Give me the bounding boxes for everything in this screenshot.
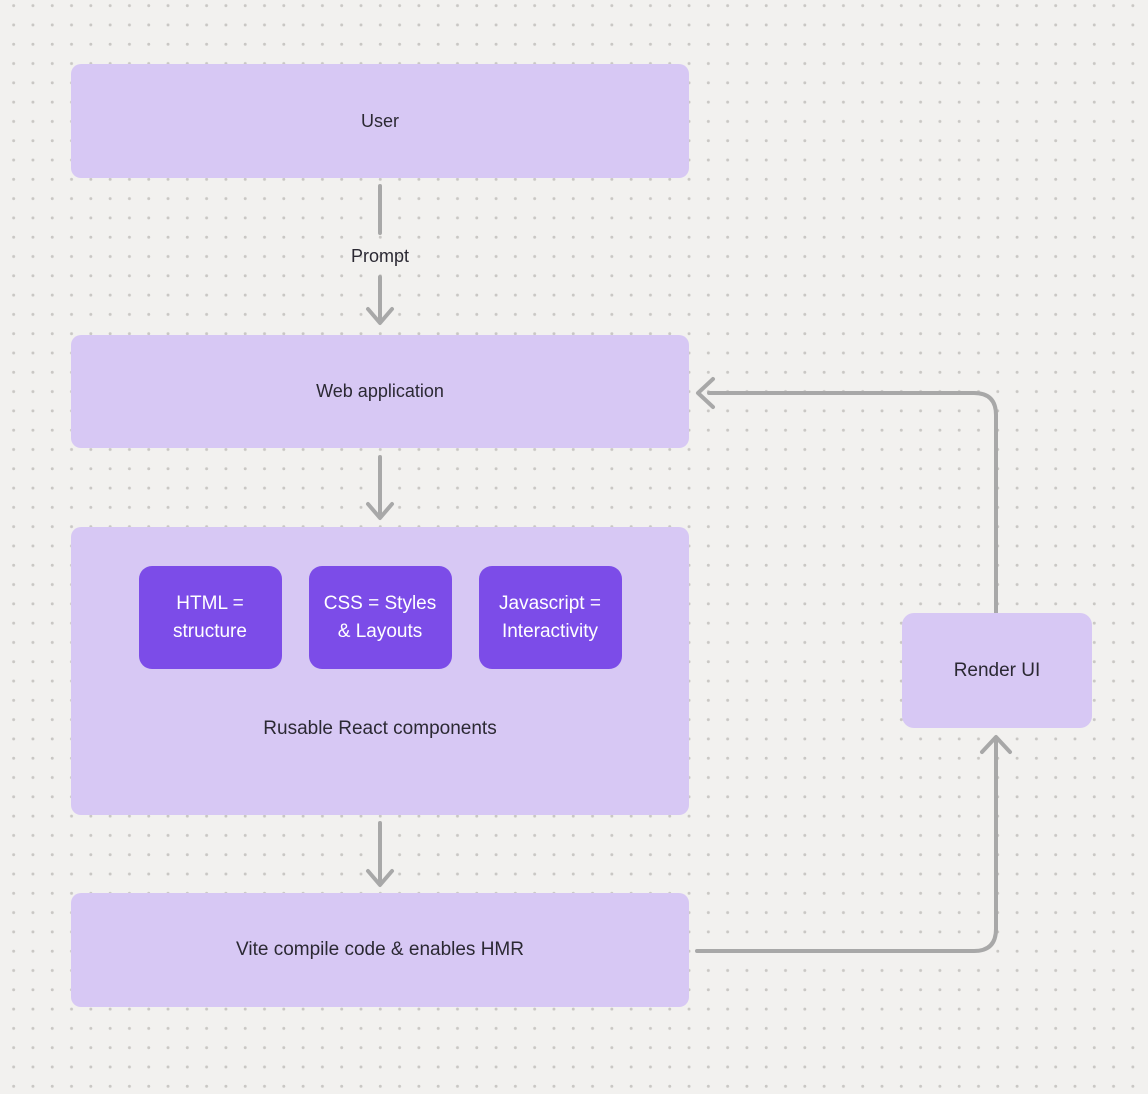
arrowhead-down-icon — [366, 869, 394, 887]
edge-webapp-to-components[interactable] — [366, 455, 394, 520]
edge-label-prompt: Prompt — [350, 246, 410, 266]
chip-javascript-label: Javascript = Interactivity — [499, 592, 601, 642]
node-components-group[interactable]: HTML = structure CSS = Styles & Layouts … — [71, 527, 689, 815]
node-render-ui[interactable]: Render UI — [902, 613, 1092, 728]
edge-renderui-to-webapp[interactable] — [696, 377, 998, 615]
node-user[interactable]: User — [71, 64, 689, 178]
components-chip-row: HTML = structure CSS = Styles & Layouts … — [71, 527, 689, 669]
chip-javascript[interactable]: Javascript = Interactivity — [478, 566, 622, 669]
node-vite[interactable]: Vite compile code & enables HMR — [71, 893, 689, 1007]
arrowhead-down-icon — [366, 307, 394, 325]
chip-css[interactable]: CSS = Styles & Layouts — [308, 566, 452, 669]
node-web-application-label: Web application — [316, 381, 444, 401]
components-caption: Rusable React components — [263, 718, 497, 739]
edge-vite-to-renderui[interactable] — [695, 735, 1012, 953]
edge-user-to-webapp[interactable] — [366, 184, 394, 325]
node-vite-label: Vite compile code & enables HMR — [236, 939, 524, 960]
arrowhead-down-icon — [366, 502, 394, 520]
arrowhead-up-icon — [980, 735, 1012, 754]
chip-html[interactable]: HTML = structure — [138, 566, 282, 669]
chip-css-label: CSS = Styles & Layouts — [323, 592, 437, 642]
node-render-ui-label: Render UI — [953, 659, 1041, 681]
node-web-application[interactable]: Web application — [71, 335, 689, 448]
arrowhead-left-icon — [696, 377, 715, 409]
chip-html-label: HTML = structure — [173, 592, 247, 642]
edge-components-to-vite[interactable] — [366, 821, 394, 887]
node-user-label: User — [360, 110, 399, 131]
